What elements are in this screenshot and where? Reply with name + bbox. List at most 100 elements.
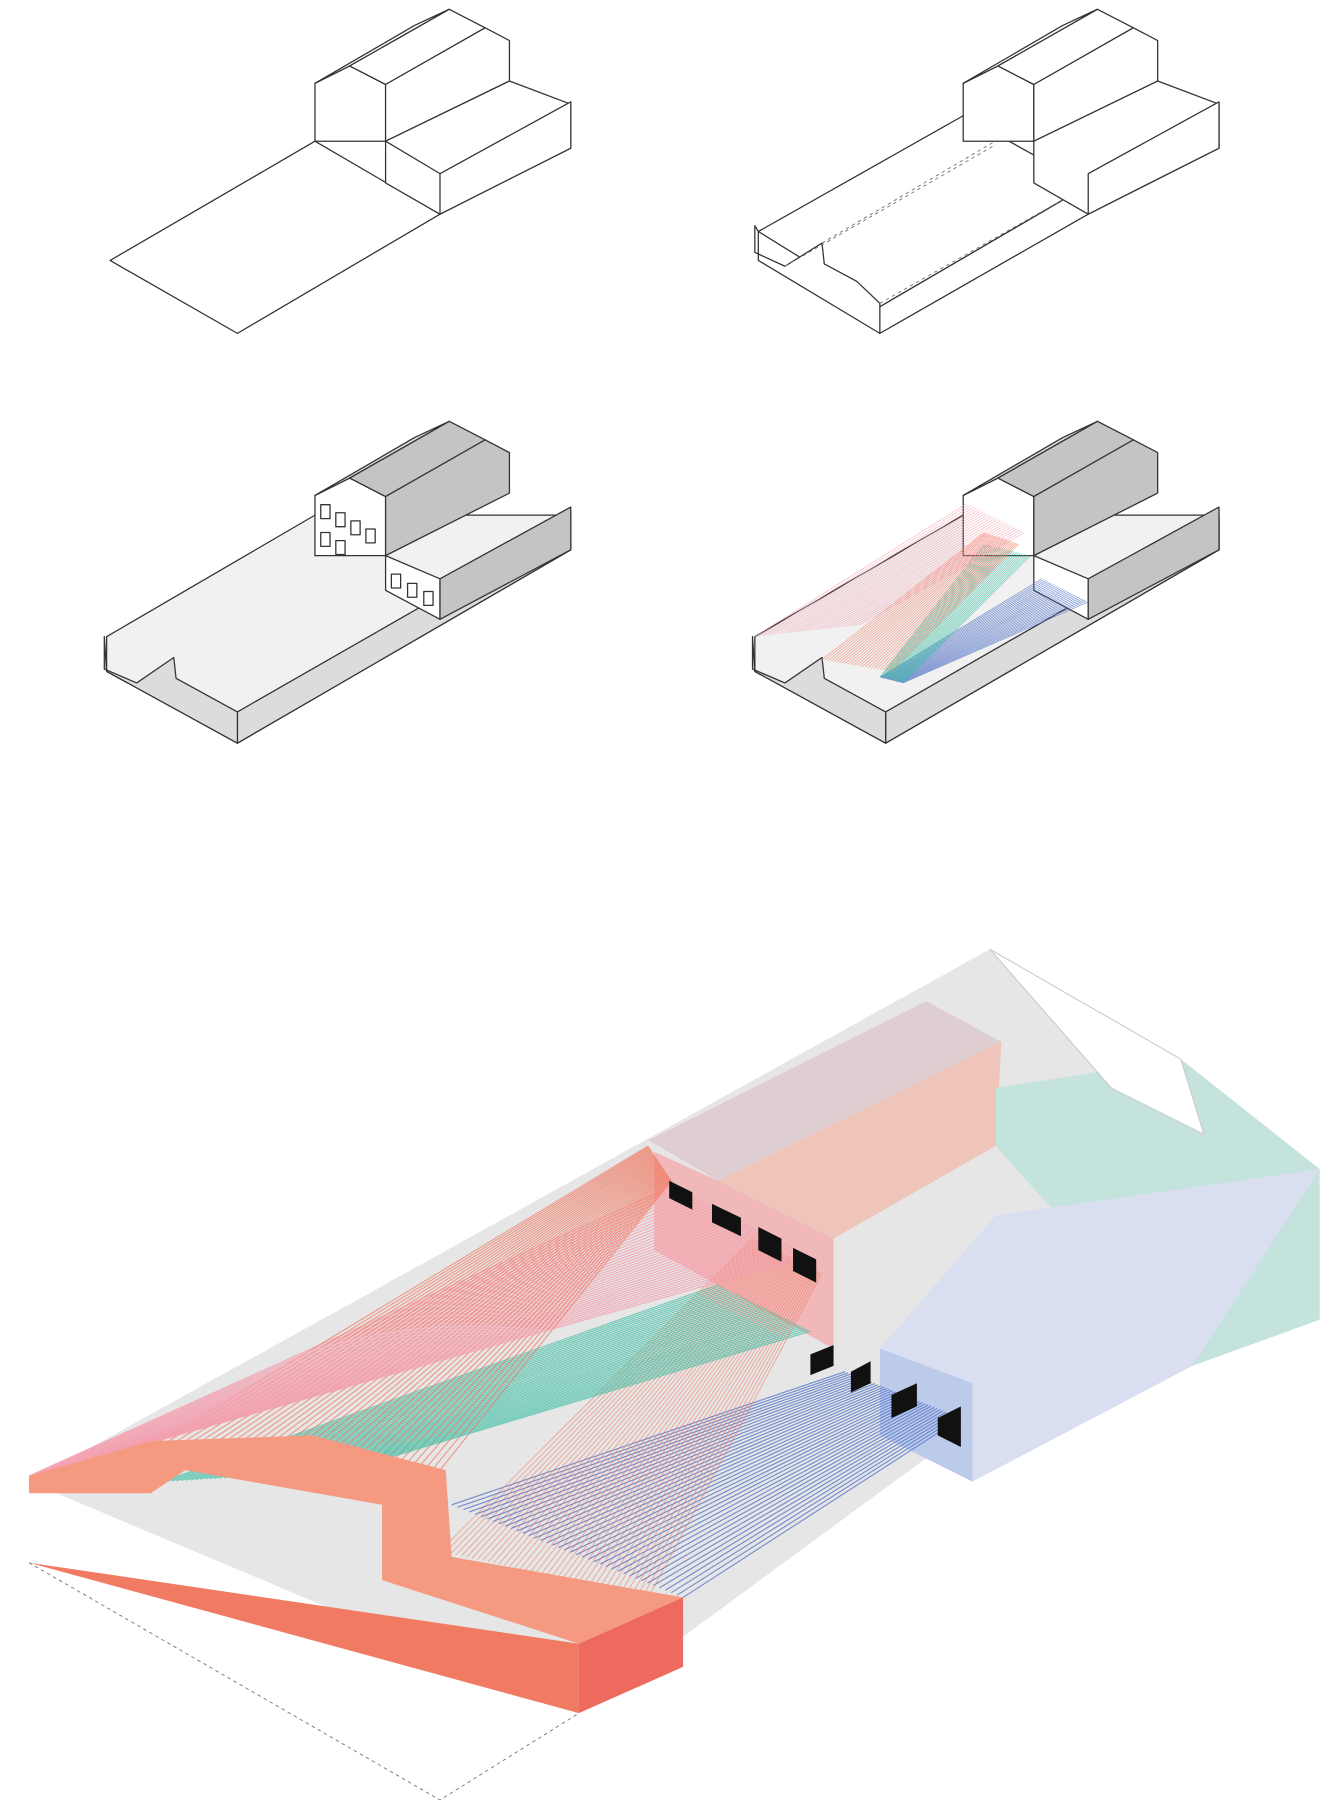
sightline xyxy=(587,1398,914,1560)
sightline xyxy=(445,1239,755,1553)
sightline xyxy=(298,1163,661,1460)
sightline xyxy=(450,1240,757,1554)
sightline xyxy=(802,516,994,632)
sightline xyxy=(424,1178,671,1470)
sightline xyxy=(525,1252,782,1571)
sightline xyxy=(469,1374,855,1513)
sightline xyxy=(824,522,1006,630)
sightline xyxy=(599,1265,807,1587)
sightline xyxy=(888,548,1002,680)
sightline xyxy=(528,1386,884,1537)
sightline xyxy=(847,536,998,665)
sightline xyxy=(77,1212,726,1464)
sightline xyxy=(780,510,982,635)
sightline xyxy=(893,550,1012,681)
sightline xyxy=(888,543,1018,672)
sightline xyxy=(858,532,1025,626)
sightline xyxy=(81,1214,729,1463)
coral-wall-end xyxy=(578,1597,684,1714)
sightline xyxy=(819,521,1004,630)
coral-wall-top xyxy=(29,1435,684,1644)
sightline xyxy=(457,1372,849,1508)
sightline xyxy=(605,1402,923,1568)
sightline xyxy=(306,1164,662,1460)
sightline xyxy=(798,515,991,633)
sightline xyxy=(503,1248,775,1566)
sightline xyxy=(475,1375,858,1515)
sightline xyxy=(806,517,996,632)
sightline xyxy=(357,1170,666,1464)
sightline xyxy=(455,1240,759,1556)
sightline xyxy=(48,1196,694,1472)
sightline xyxy=(487,1246,769,1563)
sightline xyxy=(670,1415,956,1594)
sightline xyxy=(97,1223,747,1458)
sightline xyxy=(593,1399,917,1563)
sightline xyxy=(581,1397,911,1558)
diagram-step-2-volume xyxy=(754,8,1220,335)
sightline xyxy=(885,542,1017,671)
sightline xyxy=(894,551,1014,682)
sightline xyxy=(886,547,998,680)
diagram-step-4-sightlines xyxy=(751,420,1220,744)
sightline xyxy=(621,1268,814,1592)
sightline xyxy=(498,1248,773,1565)
final-axonometric xyxy=(28,948,1320,1800)
sightline xyxy=(123,1237,775,1451)
sightline xyxy=(100,1225,751,1457)
sightline xyxy=(853,537,1001,666)
sightline xyxy=(682,1417,962,1598)
sightline xyxy=(564,1393,902,1551)
sightline xyxy=(268,1159,659,1457)
sightline xyxy=(894,592,1072,682)
sightline xyxy=(865,539,1006,668)
sightline xyxy=(635,1408,938,1579)
sightline xyxy=(785,511,984,634)
sightline xyxy=(623,1405,932,1575)
sightline xyxy=(900,599,1085,683)
sightline xyxy=(64,1205,711,1467)
sightline xyxy=(395,1174,669,1467)
sightline xyxy=(471,1243,764,1559)
sightline xyxy=(350,1169,665,1464)
sightline xyxy=(328,1325,802,1472)
sightline xyxy=(156,1255,811,1442)
sightline xyxy=(110,1230,761,1455)
sightline xyxy=(573,1260,798,1582)
sightline xyxy=(889,588,1062,680)
zigzag-wall xyxy=(103,636,239,744)
sightline xyxy=(372,1172,667,1466)
sightline xyxy=(417,1177,671,1469)
sightline xyxy=(481,1377,861,1518)
sightline xyxy=(35,1189,679,1475)
sightline xyxy=(763,505,972,636)
sightline xyxy=(833,534,991,663)
sightline xyxy=(337,1328,806,1472)
sightline xyxy=(231,1155,656,1454)
sightline xyxy=(530,1253,784,1572)
roof-coral xyxy=(717,1041,1002,1239)
sightline xyxy=(676,1416,959,1596)
sightline xyxy=(642,1272,821,1597)
sightline xyxy=(828,523,1008,629)
sightline xyxy=(901,554,1029,683)
sightline xyxy=(107,1228,758,1456)
sightline xyxy=(862,538,1005,667)
sightline xyxy=(493,1247,771,1564)
sightline xyxy=(342,1329,809,1471)
sightline xyxy=(498,1380,870,1525)
sightline xyxy=(902,555,1031,684)
sightline xyxy=(868,539,1008,668)
sightline xyxy=(328,1166,663,1462)
sightline xyxy=(647,1410,944,1584)
sightline xyxy=(87,1218,736,1461)
sightline xyxy=(891,549,1008,681)
sightline xyxy=(895,593,1073,682)
sightline xyxy=(575,1396,908,1556)
zigzag-wall xyxy=(754,225,881,335)
sightline xyxy=(332,1327,804,1472)
sightline xyxy=(583,1262,801,1584)
sightline xyxy=(776,509,979,635)
sightline xyxy=(113,1232,765,1454)
